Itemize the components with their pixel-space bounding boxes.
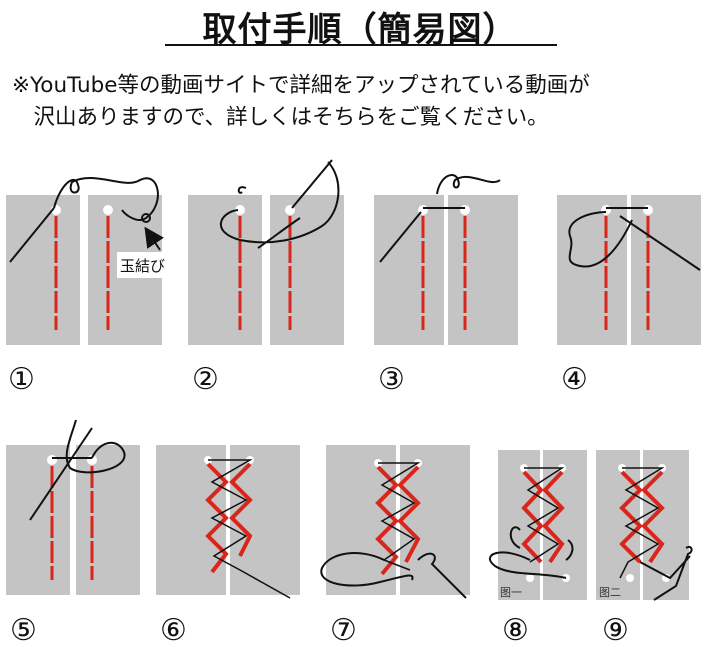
step-number: ⑨	[602, 613, 629, 647]
fabric-left	[374, 195, 444, 345]
instruction-note: ※YouTube等の動画サイトで詳細をアップされている動画が 沢山ありますので、…	[12, 70, 712, 134]
hole	[643, 205, 653, 215]
stitch-lacing	[375, 465, 421, 576]
stitch-lacing	[205, 462, 253, 574]
needle	[379, 211, 422, 263]
step-number: ②	[192, 362, 219, 397]
fabric-left	[188, 195, 262, 345]
thread-loop	[488, 526, 574, 579]
thread-loop	[639, 545, 693, 601]
step-3: ③	[374, 174, 518, 397]
thread	[208, 459, 291, 599]
thread	[524, 467, 565, 563]
step-number: ①	[8, 362, 35, 397]
hole	[103, 205, 113, 215]
fabric-right	[448, 195, 518, 345]
step-2: ②	[188, 159, 344, 397]
fabric-left	[6, 445, 70, 595]
thread	[53, 177, 159, 221]
note-line-2: 沢山ありますので、詳しくはそちらをご覧ください。	[12, 105, 549, 130]
step-4: ④	[557, 195, 701, 397]
title-underline	[165, 44, 557, 46]
fabric-right	[230, 445, 300, 595]
needle	[29, 427, 93, 521]
knot-label: 玉結び	[120, 257, 165, 275]
thread	[219, 161, 340, 249]
fabric-left	[596, 450, 640, 600]
hole	[626, 574, 634, 582]
figure-label: 图二	[599, 586, 621, 599]
page-title: 取付手順（簡易図）	[202, 10, 518, 50]
thread	[65, 419, 126, 474]
thread	[378, 462, 421, 571]
needle	[9, 207, 55, 263]
step-5: ⑤	[6, 419, 140, 647]
fabric-left	[498, 450, 540, 600]
hole	[460, 205, 470, 215]
hole	[601, 205, 611, 215]
step-9: 图二 ⑨	[596, 450, 693, 647]
label-box	[117, 252, 167, 278]
step-7: ⑦	[320, 445, 470, 647]
step-1: 玉結び ①	[6, 177, 167, 397]
hole	[526, 574, 534, 582]
note-line-1: ※YouTube等の動画サイトで詳細をアップされている動画が	[12, 73, 590, 98]
figure-label: 图一	[500, 586, 522, 599]
fabric-right	[270, 195, 344, 345]
thread	[619, 467, 665, 579]
step-number: ⑦	[330, 613, 357, 647]
step-number: ③	[378, 362, 405, 397]
stitch-lacing	[619, 470, 665, 564]
fabric-right	[76, 445, 140, 595]
hole	[235, 205, 245, 215]
needle	[291, 159, 333, 209]
arrow	[144, 226, 164, 251]
step-number: ⑧	[502, 613, 529, 647]
fabric-left	[6, 195, 80, 345]
stitch-lacing	[521, 470, 565, 564]
thread-loop	[320, 552, 467, 599]
step-number: ⑥	[160, 613, 187, 647]
knot	[141, 213, 151, 223]
step-6: ⑥	[156, 445, 300, 647]
step-8: 图一 ⑧	[488, 450, 587, 647]
needle	[619, 215, 701, 271]
step-number: ④	[561, 362, 588, 397]
hole	[47, 455, 57, 465]
fabric-right	[631, 195, 701, 345]
fabric-right	[400, 445, 470, 595]
fabric-left	[557, 195, 627, 345]
thread	[436, 174, 501, 195]
step-number: ⑤	[10, 613, 37, 647]
thread	[568, 211, 633, 268]
